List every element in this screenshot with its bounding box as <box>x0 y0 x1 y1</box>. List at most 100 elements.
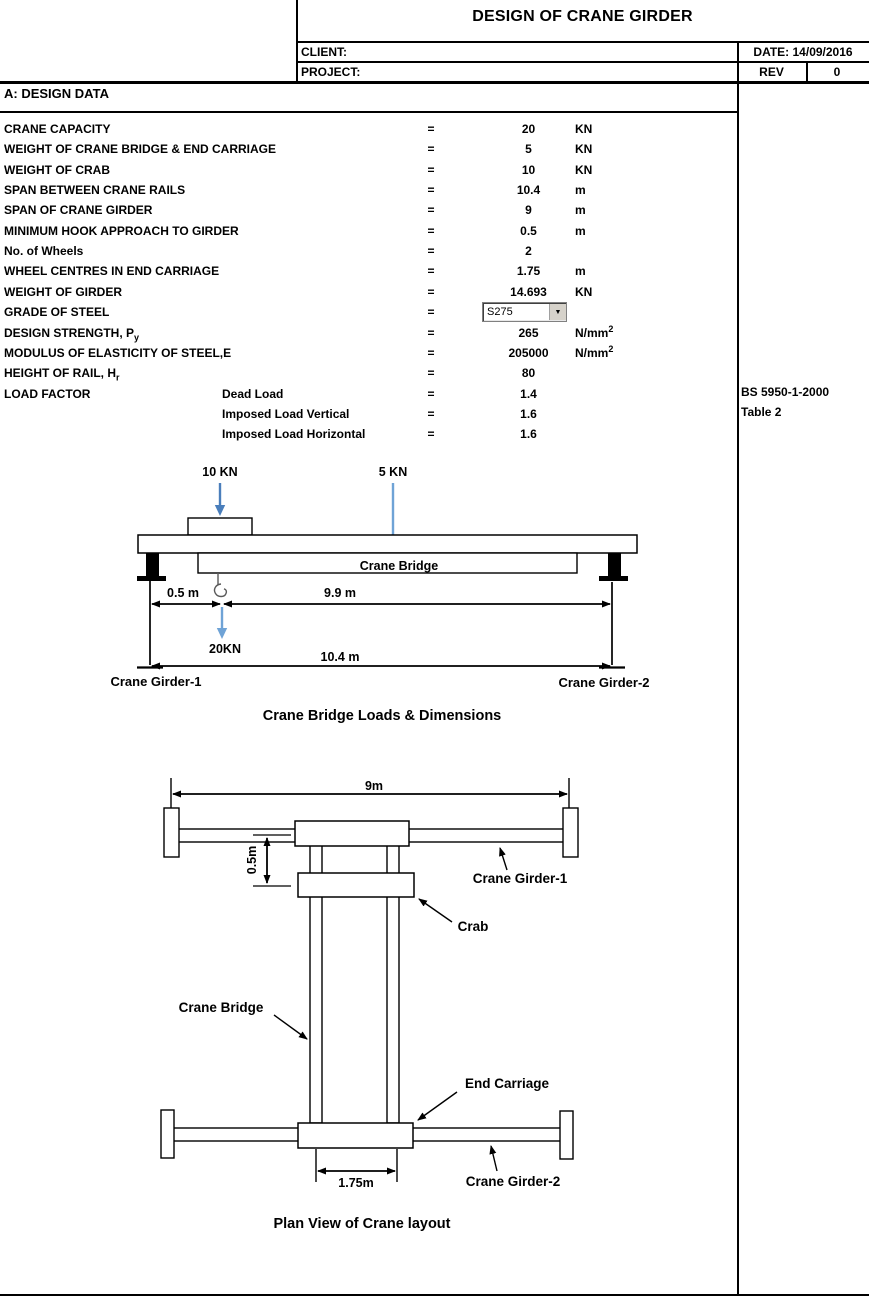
client-label: CLIENT: <box>301 45 347 59</box>
design-data-row: WEIGHT OF GIRDER = 14.693 KN <box>0 283 737 303</box>
parameter-label: CRANE CAPACITY <box>4 122 111 136</box>
bridge-load-label: 5 KN <box>379 465 407 479</box>
equals-sign: = <box>427 203 435 218</box>
rev-label: REV <box>759 65 784 79</box>
parameter-unit: N/mm2 <box>575 343 614 360</box>
dropdown-arrow-icon[interactable]: ▼ <box>549 304 566 320</box>
equals-sign: = <box>427 386 435 401</box>
equals-sign: = <box>427 406 435 421</box>
bridge-diagram-caption: Crane Bridge Loads & Dimensions <box>263 708 502 724</box>
design-data-row: Imposed Load Horizontal = 1.6 <box>0 425 737 445</box>
parameter-unit: KN <box>575 122 593 136</box>
equals-sign: = <box>427 366 435 381</box>
grade-of-steel-value: S275 <box>487 306 513 318</box>
end-carriage-label: End Carriage <box>465 1076 550 1091</box>
dim-hook-approach-plan: 0.5m <box>245 846 259 875</box>
parameter-value: 80 <box>521 366 536 381</box>
date-cell-border <box>737 42 739 1295</box>
parameter-label: GRADE OF STEEL <box>4 305 110 320</box>
parameter-value: 14.693 <box>510 284 547 299</box>
equals-sign: = <box>427 183 435 198</box>
parameter-value: 265 <box>518 325 539 340</box>
reference-table: Table 2 <box>741 405 782 419</box>
parameter-label: WEIGHT OF CRAB <box>4 162 110 177</box>
design-data-row: MINIMUM HOOK APPROACH TO GIRDER = 0.5 m <box>0 222 737 242</box>
parameter-label: MINIMUM HOOK APPROACH TO GIRDER <box>4 223 239 238</box>
crab-load-label: 10 KN <box>202 465 237 479</box>
parameter-label: HEIGHT OF RAIL, Hr <box>4 366 120 383</box>
parameter-label: DESIGN STRENGTH, Py <box>4 325 140 342</box>
plan-caption: Plan View of Crane layout <box>273 1216 450 1232</box>
parameter-value: 1.6 <box>520 427 537 442</box>
project-label: PROJECT: <box>301 65 361 79</box>
parameter-value: 205000 <box>508 345 549 360</box>
rev-cell-border <box>806 62 808 82</box>
parameter-sublabel: Imposed Load Horizontal <box>222 427 366 442</box>
equals-sign: = <box>427 244 435 259</box>
equals-sign: = <box>427 325 435 340</box>
design-data-row: CRANE CAPACITY = 20 KN <box>0 120 737 140</box>
plan-view-diagram: 9m 0.5m Crane Girder-1 Crab Crane Bridge… <box>160 778 579 1232</box>
date-value: DATE: 14/09/2016 <box>753 45 853 59</box>
parameter-unit: m <box>575 183 586 198</box>
equals-sign: = <box>427 427 435 442</box>
parameter-label: No. of Wheels <box>4 244 84 259</box>
girder1-callout-arrow <box>499 847 508 871</box>
equals-sign: = <box>427 284 435 299</box>
left-rail-support <box>137 553 166 581</box>
grade-of-steel-dropdown[interactable]: S275 ▼ <box>482 302 567 322</box>
parameter-unit: N/mm2 <box>575 323 614 340</box>
design-data-row: Imposed Load Vertical = 1.6 <box>0 405 737 425</box>
parameter-value: 20 <box>521 122 536 136</box>
parameter-value: 1.4 <box>520 386 537 401</box>
crab-callout-arrow <box>418 898 453 923</box>
parameter-unit: KN <box>575 162 593 177</box>
parameter-label: SPAN OF CRANE GIRDER <box>4 203 153 218</box>
reference-code: BS 5950-1-2000 <box>741 385 830 399</box>
girder1-label: Crane Girder-1 <box>110 674 201 689</box>
parameter-unit: m <box>575 223 586 238</box>
parameter-value: 1.6 <box>520 406 537 421</box>
crane-bridge-label: Crane Bridge <box>360 559 439 573</box>
parameter-label: WHEEL CENTRES IN END CARRIAGE <box>4 264 220 279</box>
equals-sign: = <box>427 345 435 360</box>
equals-sign: = <box>427 264 435 279</box>
equals-sign: = <box>427 223 435 238</box>
girder1-left-end-block <box>163 807 180 858</box>
bridge-plan-label: Crane Bridge <box>179 1000 264 1015</box>
bridge-lower-beam <box>197 552 578 574</box>
parameter-value: 9 <box>525 203 532 218</box>
end-carriage-bottom <box>297 1122 414 1149</box>
parameter-value: 0.5 <box>520 223 537 238</box>
equals-sign: = <box>427 162 435 177</box>
parameter-sublabel: Imposed Load Vertical <box>222 406 350 421</box>
equals-sign: = <box>427 142 435 157</box>
end-carriage-callout-arrow <box>417 1091 458 1121</box>
end-carriage-top <box>294 820 410 847</box>
bridge-top-beam <box>137 534 638 554</box>
page-bottom-border <box>0 1294 869 1296</box>
section-title: A: DESIGN DATA <box>4 86 109 101</box>
parameter-label: WEIGHT OF GIRDER <box>4 284 122 299</box>
parameter-label: WEIGHT OF CRANE BRIDGE & END CARRIAGE <box>4 142 277 157</box>
parameter-label: LOAD FACTOR <box>4 386 91 401</box>
girder2-callout-arrow <box>489 1145 498 1172</box>
page-title: DESIGN OF CRANE GIRDER <box>472 8 693 25</box>
design-data-row: HEIGHT OF RAIL, Hr = 80 <box>0 364 737 384</box>
parameter-unit: KN <box>575 284 593 299</box>
parameter-value: 10.4 <box>516 183 541 198</box>
hook-load-label: 20KN <box>209 642 241 656</box>
equals-sign: = <box>427 122 435 136</box>
parameter-value: 2 <box>525 244 532 259</box>
bridge-callout-arrow <box>273 1014 308 1040</box>
crab-plan-box <box>297 872 415 898</box>
header-bottom-border <box>0 81 869 84</box>
